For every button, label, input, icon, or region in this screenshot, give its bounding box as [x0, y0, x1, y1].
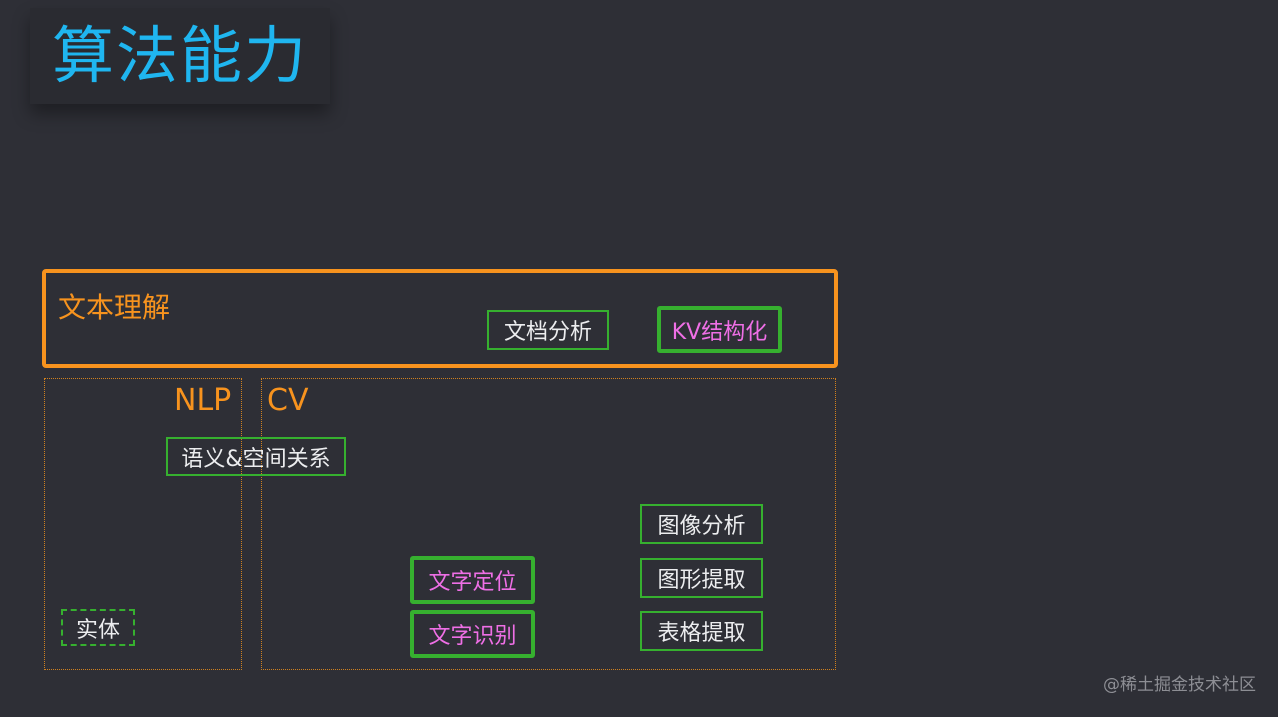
nlp-region: [44, 378, 242, 670]
entity-box: 实体: [61, 609, 135, 646]
text-understanding-label: 文本理解: [58, 291, 171, 324]
title-panel: [30, 8, 330, 104]
table-extraction-box: 表格提取: [640, 611, 763, 651]
semantic-spatial-relation-box: 语义&空间关系: [166, 437, 346, 476]
text-localization-box: 文字定位: [410, 556, 535, 604]
cv-region: [261, 378, 836, 670]
text-recognition-box: 文字识别: [410, 610, 535, 658]
image-analysis-box: 图像分析: [640, 504, 763, 544]
watermark: @稀土掘金技术社区: [1103, 675, 1256, 695]
graphic-extraction-box: 图形提取: [640, 558, 763, 598]
doc-analysis-box: 文档分析: [487, 310, 609, 350]
cv-label: CV: [267, 383, 309, 418]
text-understanding-region: [42, 269, 838, 368]
kv-structuring-box: KV结构化: [657, 306, 782, 353]
nlp-label: NLP: [174, 383, 232, 418]
page-title: 算法能力: [52, 19, 309, 92]
